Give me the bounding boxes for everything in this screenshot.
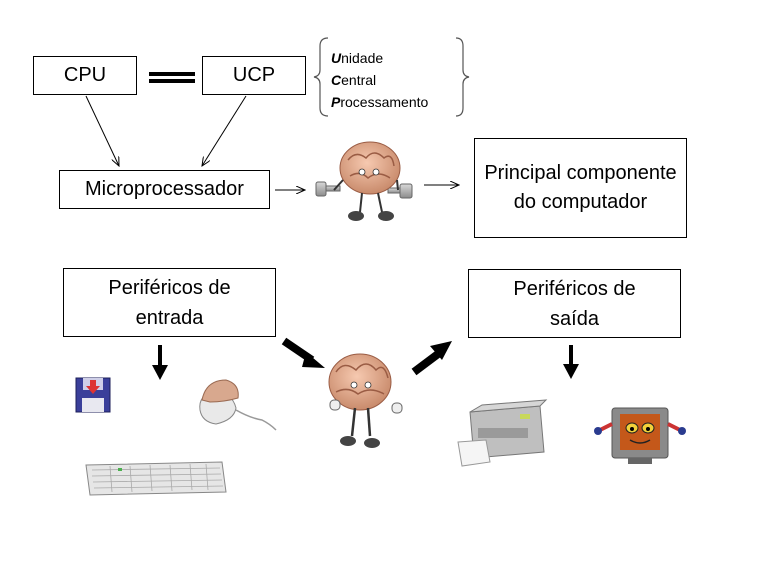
input-peripherals-box: Periféricos de entrada <box>63 268 276 337</box>
main-component-box: Principal componente do computador <box>474 138 687 238</box>
acronym-line-3: Processamento <box>331 91 428 113</box>
acronym-rest: entral <box>341 72 377 88</box>
acronym-line-1: Unidade <box>331 47 428 69</box>
acronym-initial: P <box>331 94 341 110</box>
keyboard-icon <box>85 461 227 496</box>
monitor-character-icon <box>594 407 686 464</box>
brain-lifting-weights-icon <box>315 141 413 221</box>
ucp-label: UCP <box>232 64 276 86</box>
printer-icon <box>457 399 548 467</box>
acronym-line-2: Central <box>331 69 428 91</box>
arrow-brain-to-output <box>411 341 452 376</box>
arrow-ucp-to-micro <box>202 95 247 166</box>
output-peripherals-label: Periféricos de saída <box>513 277 636 330</box>
ucp-box: UCP <box>202 56 306 95</box>
cpu-box: CPU <box>33 56 137 95</box>
acronym-initial: C <box>331 72 342 88</box>
acronym-expansion: Unidade Central Processamento <box>331 47 428 113</box>
right-brace <box>455 37 470 117</box>
left-brace <box>313 37 329 117</box>
output-peripherals-box: Periféricos de saída <box>468 269 681 338</box>
arrow-output-down <box>563 345 579 379</box>
microprocessor-box: Microprocessador <box>59 170 270 209</box>
arrow-input-down <box>152 345 168 380</box>
microprocessor-label: Microprocessador <box>85 178 244 200</box>
main-component-label: Principal componente do computador <box>484 162 677 213</box>
equivalence-sign <box>149 72 195 83</box>
acronym-rest: rocessamento <box>340 94 429 110</box>
acronym-rest: nidade <box>341 50 384 66</box>
brain-character-icon <box>328 353 403 448</box>
cpu-label: CPU <box>63 64 107 86</box>
arrow-cpu-to-micro <box>85 95 119 166</box>
arrow-input-to-brain <box>281 337 325 368</box>
input-peripherals-label: Periféricos de entrada <box>108 276 231 329</box>
mouse-icon <box>199 379 277 431</box>
acronym-initial: U <box>331 50 342 66</box>
floppy-disk-icon <box>75 377 111 413</box>
